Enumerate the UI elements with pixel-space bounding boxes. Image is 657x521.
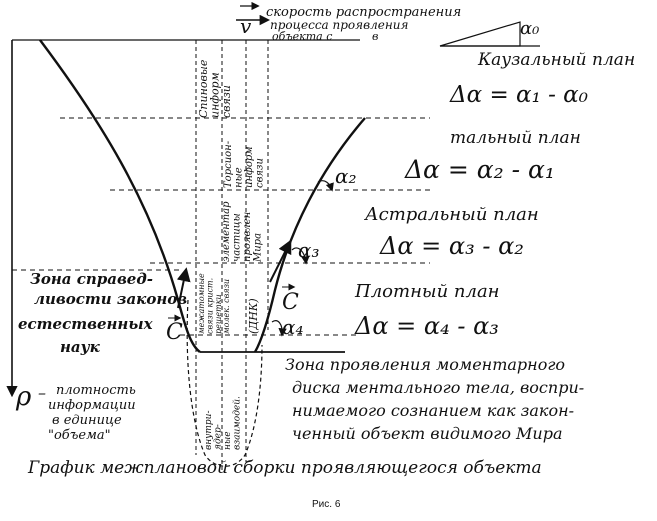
col-dnk: (ДНК) <box>247 298 260 334</box>
alpha0-label: α₀ <box>520 18 540 39</box>
alpha0-triangle <box>439 21 521 47</box>
angle-a2: α₂ <box>335 164 357 188</box>
c-arrow-left <box>176 267 191 309</box>
right-curve <box>253 117 366 353</box>
plane-1-formula: Δα = α₁ - α₀ <box>450 82 588 108</box>
velocity-line-3b: в <box>372 30 379 43</box>
v-symbol: v <box>240 14 252 38</box>
zone-left-4: наук <box>60 338 100 356</box>
bottom-u <box>186 299 263 467</box>
angle-a4: α₄ <box>282 315 304 339</box>
zone-bottom-1: Зона проявления моментарного <box>285 355 566 374</box>
zone-left-2: ливости законов <box>34 290 188 308</box>
rho-symbol: ρ <box>16 382 32 412</box>
plane-2-name: тальный план <box>450 128 581 148</box>
plane-4-formula: Δα = α₄ - α₃ <box>355 312 499 340</box>
plane-4-name: Плотный план <box>355 281 500 302</box>
figure-number: Рис. 6 <box>312 499 341 510</box>
plane-2-formula: Δα = α₂ - α₁ <box>405 155 555 184</box>
velocity-line-1: скорость распространения <box>266 5 462 20</box>
plane-3-name: Астральный план <box>365 204 539 225</box>
c-arrow-right <box>269 239 292 283</box>
left-curve <box>39 39 201 353</box>
rho-line-2: информации <box>48 398 136 413</box>
zone-bottom-3: нимаемого сознанием как закон- <box>292 401 575 420</box>
zone-left-3: естественных <box>18 315 153 333</box>
velocity-line-3: объекта с <box>272 30 333 43</box>
velocity-line-2: процесса проявления <box>270 18 409 32</box>
zone-left-1: Зона справед- <box>30 270 153 288</box>
zone-bottom-4: ченный объект видимого Мира <box>292 424 563 443</box>
rho-line-3: в единице <box>52 413 122 428</box>
c-symbol-right: C <box>282 290 299 315</box>
caption: График межплановой сборки проявляющегося… <box>28 458 542 478</box>
zone-bottom-2: диска ментального тела, воспри- <box>292 378 585 397</box>
rho-dash: – <box>38 383 46 402</box>
rho-line-4: "объема" <box>48 428 111 443</box>
plane-3-formula: Δα = α₃ - α₂ <box>380 232 524 260</box>
c-symbol-left: C <box>166 320 183 345</box>
angle-a3: α₃ <box>298 238 320 262</box>
rho-line-1: плотность <box>56 383 136 398</box>
plane-1-name: Каузальный план <box>478 50 636 70</box>
